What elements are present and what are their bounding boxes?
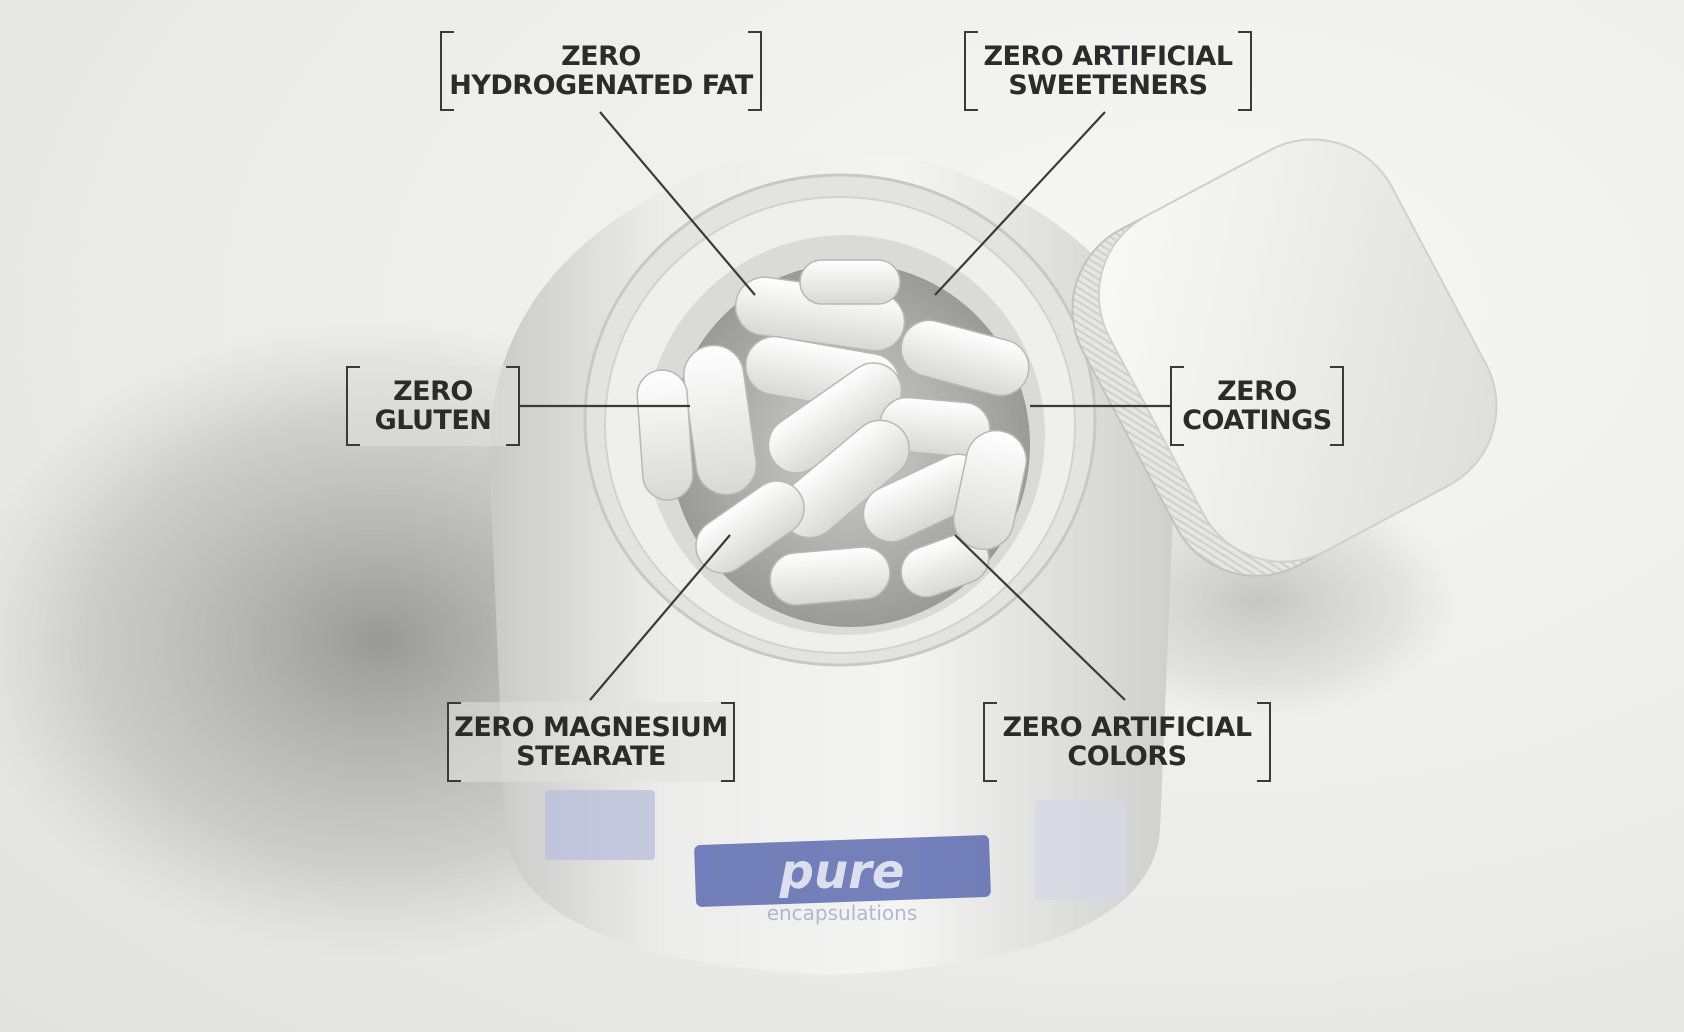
callout-artificial-colors: ZERO ARTIFICIAL COLORS (983, 702, 1271, 782)
callout-label: ZERO ARTIFICIAL COLORS (1002, 712, 1252, 772)
callout-magnesium-stearate: ZERO MAGNESIUM STEARATE (447, 702, 735, 782)
bottle-label (545, 790, 1125, 907)
callout-artificial-sweeteners: ZERO ARTIFICIAL SWEETENERS (964, 31, 1252, 111)
line-artificial-sweeteners (934, 111, 1106, 296)
bottle-lid (1071, 138, 1498, 577)
brand-badge (694, 835, 991, 907)
line-magnesium-stearate (589, 534, 731, 701)
callout-gluten: ZERO GLUTEN (346, 366, 520, 446)
callout-label: ZERO ARTIFICIAL SWEETENERS (983, 41, 1233, 101)
brand-text: pure (779, 844, 905, 900)
line-hydrogenated-fat (599, 111, 756, 296)
callout-label: ZERO GLUTEN (374, 376, 492, 436)
callout-coatings: ZERO COATINGS (1170, 366, 1344, 446)
callout-hydrogenated-fat: ZERO HYDROGENATED FAT (440, 31, 762, 111)
capsules (636, 259, 1030, 606)
line-artificial-colors (954, 534, 1126, 701)
callout-label: ZERO HYDROGENATED FAT (449, 41, 753, 101)
callout-label: ZERO COATINGS (1182, 376, 1332, 436)
callout-label: ZERO MAGNESIUM STEARATE (454, 712, 728, 772)
leader-lines (520, 111, 1170, 701)
brand-subtitle: encapsulations (767, 901, 918, 925)
